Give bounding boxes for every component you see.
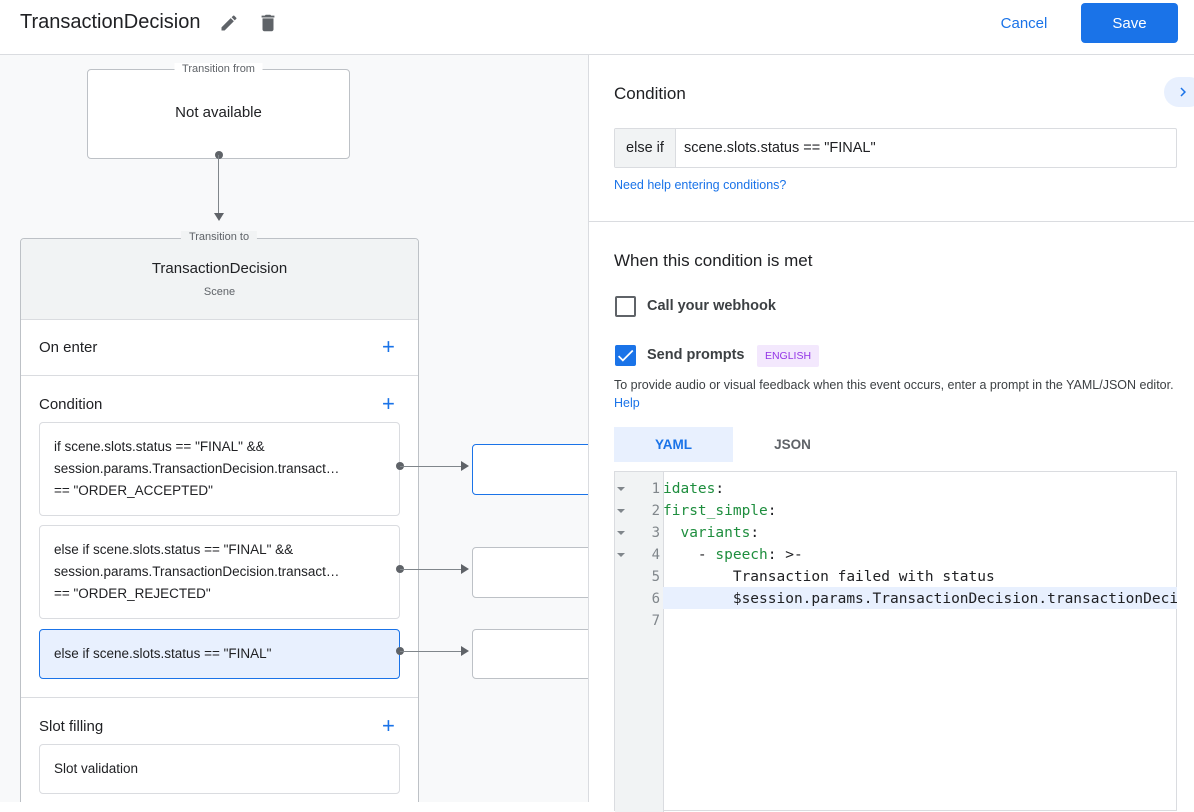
line-number: 1 — [651, 481, 660, 497]
condition-input[interactable]: else if scene.slots.status == "FINAL" — [614, 128, 1177, 168]
yaml-key: variants — [680, 525, 751, 541]
code-line: Transaction failed with status — [663, 569, 995, 585]
condition-line: else if scene.slots.status == "FINAL" — [54, 646, 272, 661]
fold-arrow-icon[interactable] — [617, 487, 625, 491]
code-line: $session.params.TransactionDecision.tran… — [663, 591, 1177, 607]
line-number: 2 — [651, 503, 660, 519]
header: TransactionDecision Cancel Save — [0, 0, 1194, 55]
cancel-button[interactable]: Cancel — [1000, 14, 1048, 32]
flow-canvas: Transition from Not available Transition… — [0, 55, 588, 802]
scene-box — [20, 238, 419, 802]
connector-line — [400, 651, 462, 652]
help-conditions-link[interactable]: Need help entering conditions? — [614, 178, 787, 192]
editor-gutter — [615, 472, 664, 812]
transition-target-box[interactable] — [472, 444, 588, 495]
connector-line — [400, 569, 462, 570]
add-condition-icon[interactable]: + — [382, 391, 395, 416]
condition-value[interactable]: scene.slots.status == "FINAL" — [684, 140, 876, 156]
yaml-indent: - — [663, 547, 716, 563]
help-link[interactable]: Help — [614, 396, 640, 410]
connector-dot — [215, 151, 223, 159]
divider — [589, 221, 1194, 222]
collapse-panel-button[interactable] — [1164, 77, 1194, 107]
chevron-right-icon — [1180, 87, 1186, 97]
yaml-indent — [663, 525, 680, 541]
yaml-key: idates — [663, 481, 716, 497]
scene-name: TransactionDecision — [151, 260, 288, 277]
tab-json[interactable]: JSON — [774, 437, 811, 452]
fold-arrow-icon[interactable] — [617, 509, 625, 513]
line-number: 5 — [651, 569, 660, 585]
check-icon — [617, 349, 634, 362]
yaml-punct: : >- — [767, 547, 803, 563]
transition-to-label: Transition to — [180, 231, 258, 243]
transition-target-box[interactable] — [472, 629, 588, 679]
yaml-punct: : — [750, 525, 760, 541]
scene-type: Scene — [203, 286, 236, 298]
met-title: When this condition is met — [614, 251, 813, 270]
add-on-enter-icon[interactable]: + — [382, 334, 395, 359]
divider — [21, 697, 418, 698]
code-line: first_simple: — [663, 500, 1177, 522]
condition-title: Condition — [614, 84, 686, 103]
condition-line: session.params.TransactionDecision.trans… — [54, 564, 340, 579]
add-slot-icon[interactable]: + — [382, 713, 395, 738]
tab-yaml[interactable]: YAML — [614, 427, 733, 462]
condition-card[interactable]: else if scene.slots.status == "FINAL" &&… — [39, 525, 400, 619]
code-line: variants: — [663, 522, 1177, 544]
yaml-punct: : — [767, 503, 777, 519]
webhook-checkbox[interactable] — [615, 296, 636, 317]
line-number: 7 — [651, 613, 660, 629]
yaml-punct: : — [715, 481, 725, 497]
connector-line — [218, 155, 219, 215]
condition-line: session.params.TransactionDecision.trans… — [54, 461, 340, 476]
connector-line — [400, 466, 462, 467]
line-number: 4 — [651, 547, 660, 563]
arrow-right-icon — [461, 646, 469, 656]
delete-icon[interactable] — [257, 11, 279, 35]
fold-arrow-icon[interactable] — [617, 553, 625, 557]
divider — [21, 375, 418, 376]
yaml-key: speech — [715, 547, 768, 563]
line-number: 3 — [651, 525, 660, 541]
condition-line: else if scene.slots.status == "FINAL" && — [54, 542, 294, 557]
condition-prefix: else if — [615, 129, 676, 167]
description-text: To provide audio or visual feedback when… — [614, 378, 1174, 392]
edit-icon[interactable] — [219, 13, 239, 33]
line-number: 6 — [651, 591, 660, 607]
transition-from-box: Transition from Not available — [87, 63, 350, 159]
code-line: idates: — [663, 478, 1177, 500]
save-button[interactable]: Save — [1081, 3, 1178, 43]
condition-section-label: Condition — [39, 396, 103, 413]
page-title: TransactionDecision — [20, 11, 201, 33]
yaml-key: first_simple — [663, 503, 768, 519]
condition-line: == "ORDER_ACCEPTED" — [54, 483, 213, 498]
slot-validation-label: Slot validation — [54, 761, 139, 776]
arrow-right-icon — [461, 461, 469, 471]
arrow-down-icon — [214, 213, 224, 221]
transition-from-label: Transition from — [174, 63, 263, 75]
code-line — [663, 610, 1177, 632]
code-line: - speech: >- — [663, 544, 1177, 566]
webhook-label: Call your webhook — [647, 298, 776, 314]
transition-from-value: Not available — [175, 104, 262, 121]
condition-line: == "ORDER_REJECTED" — [54, 586, 211, 601]
prompt-description: To provide audio or visual feedback when… — [614, 376, 1174, 412]
transition-target-box[interactable] — [472, 547, 588, 598]
slot-validation-card[interactable]: Slot validation — [39, 744, 400, 794]
arrow-right-icon — [461, 564, 469, 574]
send-prompts-label: Send prompts — [647, 347, 745, 363]
language-badge: ENGLISH — [757, 345, 819, 367]
fold-arrow-icon[interactable] — [617, 531, 625, 535]
send-prompts-checkbox[interactable] — [615, 345, 636, 366]
slot-filling-label: Slot filling — [39, 718, 104, 735]
condition-card[interactable]: if scene.slots.status == "FINAL" && sess… — [39, 422, 400, 516]
on-enter-label: On enter — [39, 339, 98, 356]
active-line-highlight — [663, 587, 1177, 609]
condition-line: if scene.slots.status == "FINAL" && — [54, 439, 265, 454]
condition-card-selected[interactable]: else if scene.slots.status == "FINAL" — [39, 629, 400, 679]
